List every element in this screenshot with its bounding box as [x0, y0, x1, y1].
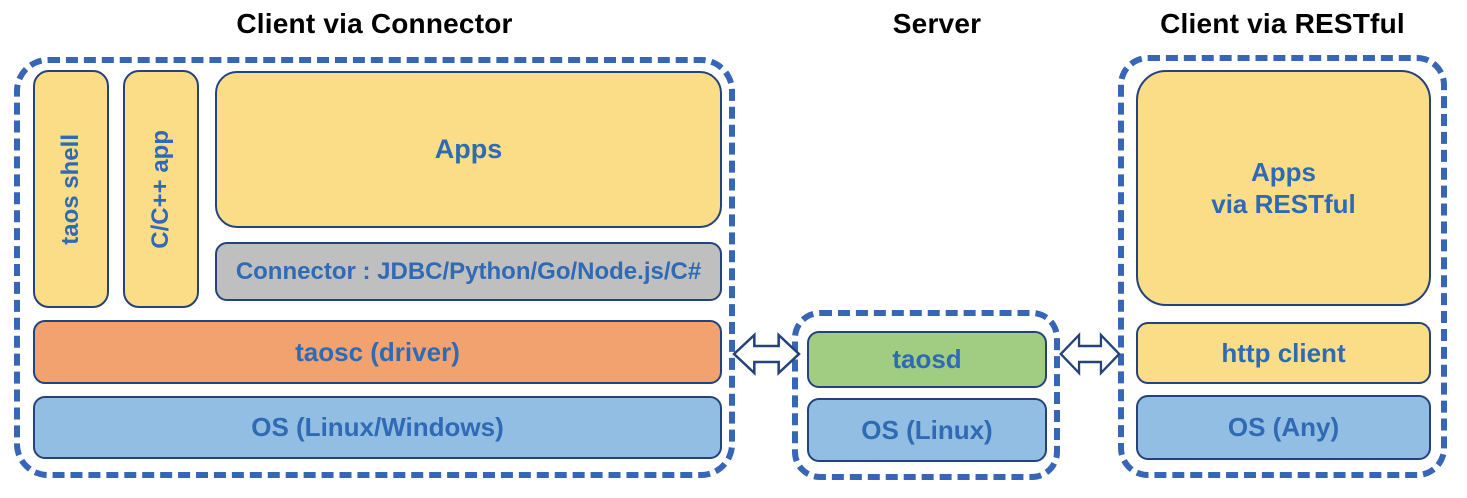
apps-via-restful-box: Apps via RESTful: [1136, 70, 1431, 306]
os-linux-box: OS (Linux): [807, 398, 1047, 462]
client-connector-group: [14, 57, 735, 478]
taos-shell-box: taos shell: [33, 70, 109, 308]
cpp-app-box: C/C++ app: [123, 70, 199, 308]
section-title-client-connector: Client via Connector: [236, 8, 513, 39]
client-restful-group: [1118, 55, 1447, 478]
cpp-app-label: C/C++ app: [147, 129, 174, 249]
http-client-box: http client: [1136, 322, 1431, 384]
section-title-server: Server: [892, 8, 982, 39]
taos-shell-label: taos shell: [57, 133, 84, 245]
taosc-driver-box: taosc (driver): [33, 320, 722, 384]
double-arrow-icon: [1059, 332, 1121, 376]
os-linux-label: OS (Linux): [861, 414, 993, 445]
http-client-label: http client: [1221, 337, 1346, 368]
double-arrow-icon: [732, 332, 801, 376]
section-title-client-restful: Client via RESTful: [1160, 8, 1405, 39]
server-group: [792, 310, 1060, 480]
os-linux-windows-label: OS (Linux/Windows): [251, 412, 504, 443]
taosd-box: taosd: [807, 331, 1047, 388]
os-linux-windows-box: OS (Linux/Windows): [33, 396, 722, 459]
taosd-label: taosd: [892, 344, 962, 375]
os-any-label: OS (Any): [1227, 412, 1340, 443]
connector-box: Connector : JDBC/Python/Go/Node.js/C#: [215, 242, 722, 301]
apps-label: Apps: [434, 133, 503, 164]
taosc-driver-label: taosc (driver): [295, 336, 460, 367]
connector-label: Connector : JDBC/Python/Go/Node.js/C#: [235, 257, 702, 285]
apps-via-restful-label-line1: Apps: [1251, 156, 1316, 187]
apps-box: Apps: [215, 71, 722, 228]
apps-via-restful-label-line2: via RESTful: [1211, 189, 1356, 219]
os-any-box: OS (Any): [1136, 395, 1431, 460]
